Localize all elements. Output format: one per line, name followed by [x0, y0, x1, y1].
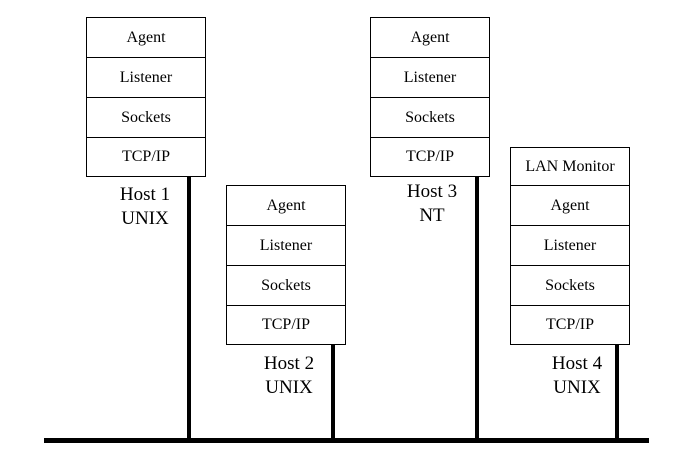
host-2-label: Host 2 UNIX — [229, 352, 349, 400]
layer-listener: Listener — [511, 226, 629, 266]
host-4-stack: LAN Monitor Agent Listener Sockets TCP/I… — [510, 147, 630, 345]
layer-agent: Agent — [511, 186, 629, 226]
layer-listener: Listener — [87, 58, 205, 98]
layer-tcpip: TCP/IP — [405, 148, 454, 165]
host-os: NT — [419, 205, 445, 226]
host-1-connector — [187, 177, 191, 440]
layer-listener: Listener — [227, 226, 345, 266]
layer-agent: Agent — [87, 18, 205, 58]
host-name: Host 3 — [406, 181, 458, 202]
host-3-stack: Agent Listener Sockets TCP/IP — [370, 17, 490, 177]
host-1-stack: Agent Listener Sockets TCP/IP — [86, 17, 206, 177]
host-3-connector — [475, 177, 479, 440]
layer-tcpip: TCP/IP — [545, 316, 594, 333]
layer-sockets: Sockets — [87, 98, 205, 138]
host-os: UNIX — [553, 377, 601, 398]
host-name: Host 4 — [551, 353, 603, 374]
layer-sockets: Sockets — [227, 266, 345, 306]
host-name: Host 2 — [263, 353, 315, 374]
host-name: Host 1 — [119, 184, 171, 205]
layer-agent: Agent — [227, 186, 345, 226]
layer-tcpip: TCP/IP — [121, 148, 170, 165]
layer-tcpip: TCP/IP — [261, 316, 310, 333]
layer-sockets: Sockets — [371, 98, 489, 138]
host-os: UNIX — [265, 377, 313, 398]
host-2-connector — [331, 345, 335, 440]
host-os: UNIX — [121, 208, 169, 229]
host-4-label: Host 4 UNIX — [517, 352, 637, 400]
layer-agent: Agent — [371, 18, 489, 58]
host-1-label: Host 1 UNIX — [85, 183, 205, 231]
layer-sockets: Sockets — [511, 266, 629, 306]
layer-listener: Listener — [371, 58, 489, 98]
host-3-label: Host 3 NT — [372, 180, 492, 228]
host-2-stack: Agent Listener Sockets TCP/IP — [226, 185, 346, 345]
layer-lan-monitor: LAN Monitor — [511, 148, 629, 186]
host-4-connector — [615, 345, 619, 440]
network-bus — [44, 438, 649, 443]
